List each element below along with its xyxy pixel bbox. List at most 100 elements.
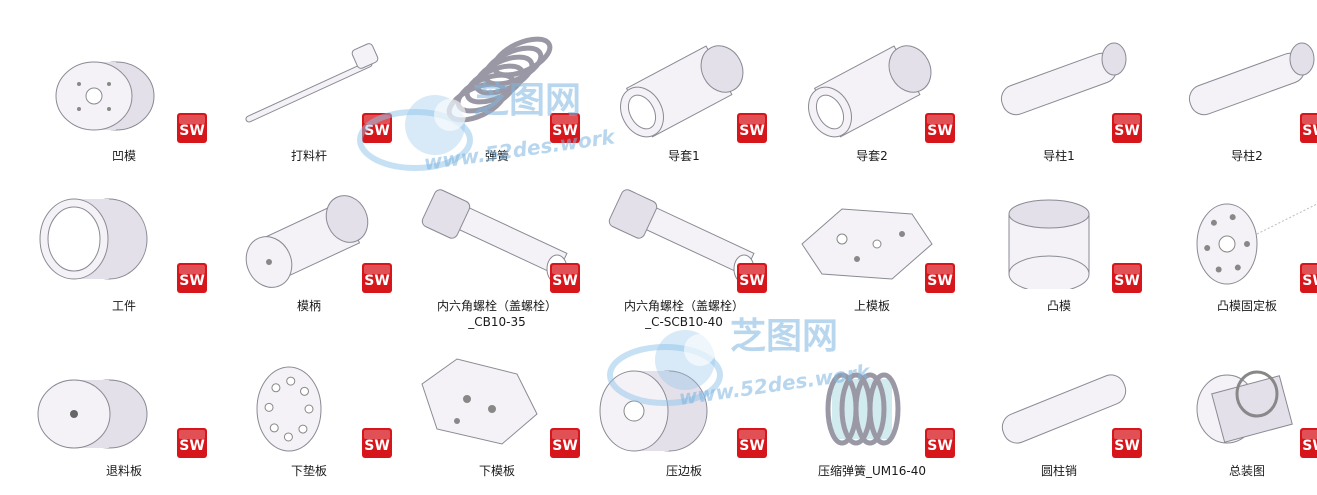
svg-text:SW: SW (1114, 123, 1140, 139)
solidworks-badge-icon: SW (736, 427, 768, 459)
file-item[interactable]: SW 导套2 (778, 20, 966, 180)
file-item[interactable]: SW 凸模 (965, 170, 1153, 330)
svg-text:SW: SW (739, 438, 765, 454)
file-item[interactable]: SW 工件 (30, 170, 218, 330)
svg-text:SW: SW (927, 438, 953, 454)
svg-text:SW: SW (739, 123, 765, 139)
die-shank-icon (219, 174, 399, 289)
file-item[interactable]: SW 导柱1 (965, 20, 1153, 180)
svg-text:SW: SW (179, 123, 205, 139)
file-item[interactable]: SW 下垫板 (215, 335, 403, 495)
file-item[interactable]: SW 退料板 (30, 335, 218, 495)
solidworks-badge-icon: SW (549, 112, 581, 144)
solidworks-badge-icon: SW (1111, 112, 1143, 144)
file-item[interactable]: SW 内六角螺栓（盖螺栓）_CB10-35 (403, 170, 591, 330)
solidworks-badge-icon: SW (176, 112, 208, 144)
file-name: 导柱2 (1231, 149, 1263, 163)
compression-spring-icon (782, 339, 962, 454)
file-item[interactable]: SW 下模板 (403, 335, 591, 495)
file-item[interactable]: SW 打料杆 (215, 20, 403, 180)
guide-sleeve-icon (782, 24, 962, 139)
guide-sleeve-icon (594, 24, 774, 139)
file-name: 导柱1 (1043, 149, 1075, 163)
solidworks-badge-icon: SW (736, 262, 768, 294)
solidworks-badge-icon: SW (1111, 427, 1143, 459)
file-name: 下模板 (478, 464, 515, 478)
svg-text:SW: SW (1302, 438, 1317, 454)
file-name: 弹簧 (484, 149, 509, 163)
file-name: 下垫板 (290, 464, 327, 478)
svg-text:SW: SW (739, 273, 765, 289)
file-item[interactable]: SW 凸模固定板 (1153, 170, 1317, 330)
solidworks-badge-icon: SW (924, 427, 956, 459)
guide-pillar-icon (1157, 24, 1317, 139)
svg-text:SW: SW (179, 273, 205, 289)
solidworks-badge-icon: SW (361, 112, 393, 144)
file-item[interactable]: SW 总装图 (1153, 335, 1317, 495)
svg-text:SW: SW (1302, 123, 1317, 139)
file-item[interactable]: SW 上模板 (778, 170, 966, 330)
svg-text:SW: SW (1114, 438, 1140, 454)
die-part-icon (34, 24, 214, 139)
file-name: 工件 (111, 299, 136, 313)
svg-text:SW: SW (927, 273, 953, 289)
solidworks-badge-icon: SW (1299, 262, 1317, 294)
solidworks-badge-icon: SW (924, 112, 956, 144)
file-item[interactable]: SW 凹模 (30, 20, 218, 180)
file-name: 压缩弹簧_UM16-40 (817, 464, 926, 478)
svg-text:SW: SW (552, 438, 578, 454)
solidworks-badge-icon: SW (176, 262, 208, 294)
svg-text:SW: SW (552, 273, 578, 289)
workpiece-icon (34, 174, 214, 289)
upper-die-plate-icon (782, 174, 962, 289)
file-item[interactable]: SW 内六角螺栓（盖螺栓）_C-SCB10-40 (590, 170, 778, 330)
svg-text:SW: SW (364, 273, 390, 289)
file-item[interactable]: SW 导套1 (590, 20, 778, 180)
file-name: 圆柱销 (1040, 464, 1077, 478)
guide-pillar-icon (969, 24, 1149, 139)
file-item[interactable]: SW 圆柱销 (965, 335, 1153, 495)
solidworks-badge-icon: SW (1111, 262, 1143, 294)
svg-text:SW: SW (364, 123, 390, 139)
svg-text:SW: SW (179, 438, 205, 454)
ejector-rod-icon (219, 24, 399, 139)
file-item[interactable]: SW 压边板 (590, 335, 778, 495)
lower-die-plate-icon (407, 339, 587, 454)
file-name: 退料板 (105, 464, 142, 478)
file-name: 内六角螺栓（盖螺栓）_C-SCB10-40 (623, 299, 744, 329)
solidworks-badge-icon: SW (549, 262, 581, 294)
solidworks-badge-icon: SW (549, 427, 581, 459)
svg-text:SW: SW (364, 438, 390, 454)
svg-text:SW: SW (927, 123, 953, 139)
svg-text:SW: SW (1302, 273, 1317, 289)
file-name: 导套2 (856, 149, 888, 163)
dowel-pin-icon (969, 339, 1149, 454)
lower-backing-plate-icon (219, 339, 399, 454)
solidworks-badge-icon: SW (176, 427, 208, 459)
solidworks-badge-icon: SW (1299, 427, 1317, 459)
svg-text:SW: SW (1114, 273, 1140, 289)
file-item[interactable]: SW 弹簧 (403, 20, 591, 180)
file-name: 凸模 (1046, 299, 1071, 313)
file-name: 内六角螺栓（盖螺栓）_CB10-35 (436, 299, 557, 329)
svg-text:SW: SW (552, 123, 578, 139)
file-item[interactable]: SW 导柱2 (1153, 20, 1317, 180)
punch-icon (969, 174, 1149, 289)
stripper-plate-icon (34, 339, 214, 454)
punch-retainer-icon (1157, 174, 1317, 289)
solidworks-badge-icon: SW (361, 262, 393, 294)
solidworks-badge-icon: SW (361, 427, 393, 459)
file-name: 压边板 (665, 464, 702, 478)
file-name: 凸模固定板 (1216, 299, 1277, 313)
file-name: 上模板 (853, 299, 890, 313)
solidworks-badge-icon: SW (1299, 112, 1317, 144)
assembly-icon (1157, 339, 1317, 454)
file-name: 总装图 (1228, 464, 1265, 478)
file-name: 凹模 (111, 149, 136, 163)
file-name: 打料杆 (290, 149, 327, 163)
solidworks-badge-icon: SW (736, 112, 768, 144)
file-name: 导套1 (668, 149, 700, 163)
